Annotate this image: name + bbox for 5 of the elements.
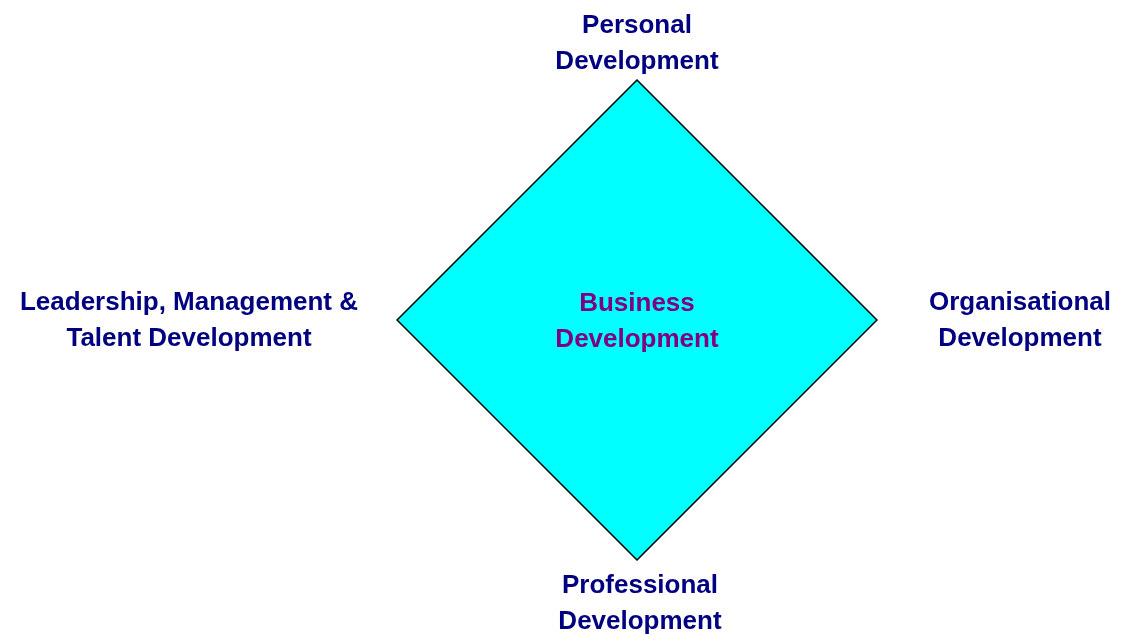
center-text: Business Development	[554, 286, 720, 355]
corner-label: Personal Development	[554, 8, 720, 77]
corner-label: Professional Development	[557, 568, 723, 634]
corner-label: Organisational Development	[927, 285, 1112, 354]
corner-label: Leadership, Management & Talent Development	[18, 285, 360, 354]
